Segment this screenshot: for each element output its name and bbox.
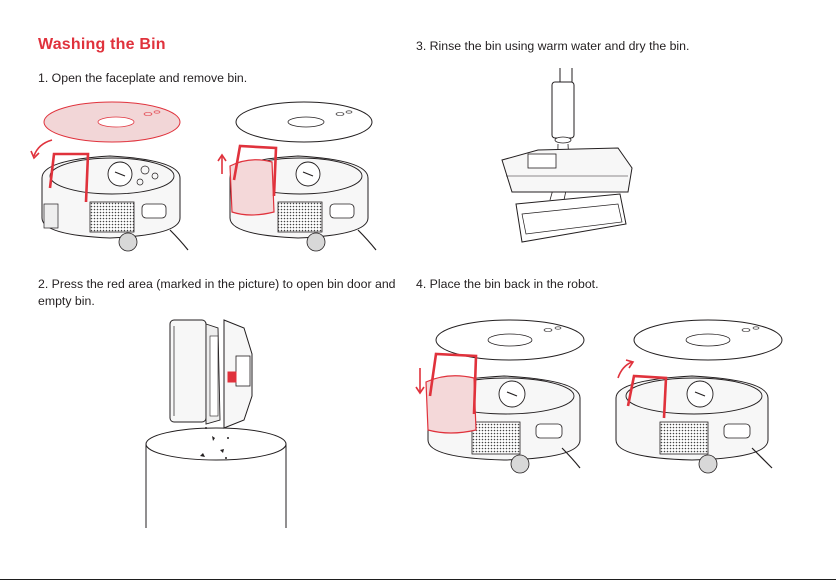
curved-arrow-icon <box>34 140 52 156</box>
step-2-text: 2. Press the red area (marked in the pic… <box>38 276 398 310</box>
page-title: Washing the Bin <box>38 36 166 54</box>
step-4-illustration-close-faceplate <box>612 318 788 474</box>
step-4-illustration-insert-bin <box>412 318 588 474</box>
step-3-illustration-rinse-bin <box>498 64 648 254</box>
bottom-rule <box>0 579 836 580</box>
step-1-illustration-remove-faceplate <box>30 100 200 250</box>
step-2-illustration-empty-bin <box>140 316 300 532</box>
step-1-text: 1. Open the faceplate and remove bin. <box>38 70 398 87</box>
step-1-illustration-remove-bin <box>214 100 384 250</box>
step-4-text: 4. Place the bin back in the robot. <box>416 276 816 293</box>
press-area-marker <box>228 372 236 382</box>
curved-arrow-icon <box>618 362 632 378</box>
step-3-text: 3. Rinse the bin using warm water and dr… <box>416 38 816 55</box>
